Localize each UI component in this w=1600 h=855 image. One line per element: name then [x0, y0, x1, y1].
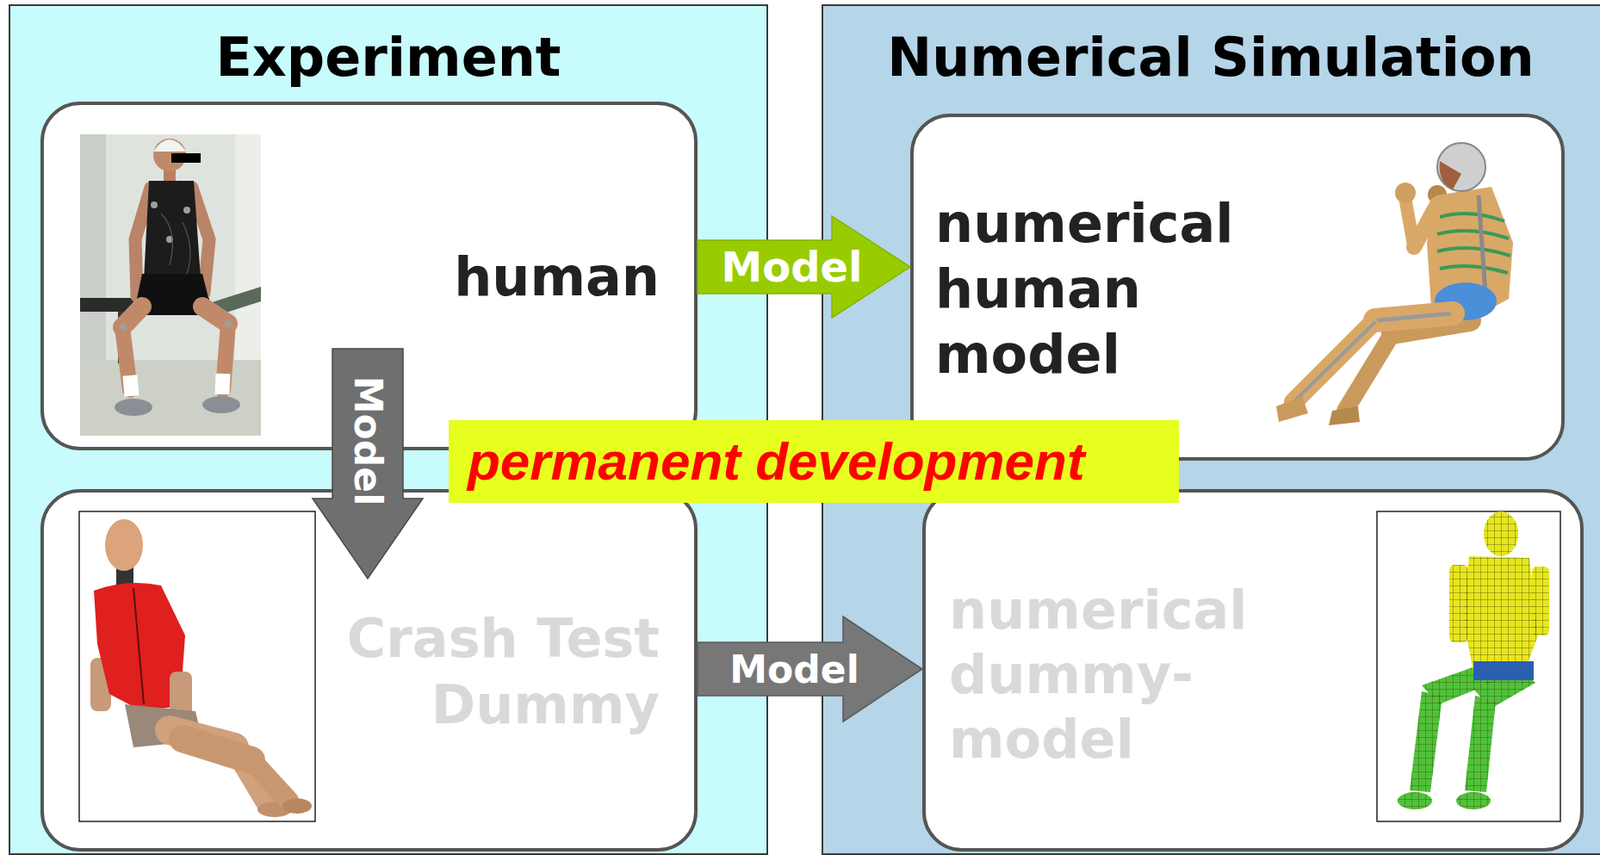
text-slot: permanent development: [467, 432, 1171, 491]
subject-photo-part: [114, 398, 153, 416]
human-model-figure-part: [1437, 142, 1486, 192]
human-model-figure-part: [1276, 396, 1309, 422]
dummy-photo-part: [133, 588, 144, 705]
dummy-model-figure-part: [1376, 511, 1561, 822]
text-slot: numerical dummy-model: [948, 577, 1277, 772]
dummy-photo-part: [105, 519, 143, 571]
subject-photo-part: [161, 213, 191, 274]
human-model-figure-part: [1439, 161, 1462, 190]
edge-label: Model: [720, 243, 863, 292]
panel-title: Experiment: [10, 26, 767, 89]
edge-label: Model: [346, 376, 391, 506]
dummy-photo-part: [282, 798, 312, 814]
subject-photo-part: [130, 375, 132, 397]
box-label: numerical dummy-model: [948, 577, 1277, 772]
development-banner: permanent development: [448, 420, 1179, 503]
human-model-figure-part: [1375, 313, 1453, 321]
model-arrow-gray: [697, 616, 923, 722]
dummy-photo-part: [182, 738, 252, 761]
human-model-figure-part: [1328, 406, 1360, 426]
subject-photo-part: [171, 153, 201, 163]
model-arrow-green: [697, 216, 911, 318]
human-model-figure-part: [1478, 195, 1486, 295]
subject-photo-part: [80, 359, 261, 436]
banner-text: permanent development: [467, 432, 1171, 491]
dummy-model-figure-part: [1397, 665, 1536, 810]
edge-label-slot: Model: [729, 647, 859, 692]
edge-label-slot: Model: [720, 243, 863, 292]
dummy-photo: [40, 489, 698, 852]
text-slot: Crash Test Dummy: [315, 605, 660, 738]
human-model-figure-part: [1376, 313, 1452, 321]
human-model-figure-part: [1437, 213, 1511, 273]
subject-photo-part: [153, 139, 187, 152]
subject-photo-part: [183, 206, 191, 214]
text-slot: Numerical Simulation: [823, 26, 1599, 89]
text-slot: human: [315, 245, 660, 310]
box-label: numerical human model: [935, 191, 1263, 388]
human-model-figure-part: [1295, 322, 1376, 401]
subject-photo-part: [119, 323, 127, 331]
dummy-model-figure-part: [1449, 511, 1550, 672]
model-arrow-down: [312, 348, 423, 579]
box-label: human: [315, 245, 660, 310]
subject-photo-part: [224, 320, 232, 328]
experiment-box: Crash Test Dummy: [40, 489, 698, 852]
human-model-figure-part: [1405, 199, 1414, 248]
edge-label: Model: [729, 647, 859, 692]
human-model-figure-part: [1395, 182, 1416, 204]
subject-photo-part: [143, 180, 201, 281]
subject-photo-part: [80, 134, 261, 436]
human-model-figure-part: [1293, 320, 1376, 403]
dummy-model-figure-part: [1449, 511, 1550, 672]
panel-title: Numerical Simulation: [823, 26, 1599, 89]
dummy-model-figure-part: [1473, 661, 1534, 681]
edge-label-slot: Model: [346, 376, 391, 506]
simulation-box: numerical dummy-model: [922, 489, 1584, 852]
subject-photo-part: [222, 373, 224, 395]
box-label: Crash Test Dummy: [315, 605, 660, 738]
subject-photo-part: [150, 201, 158, 209]
text-slot: numerical human model: [935, 191, 1263, 388]
subject-photo-part: [202, 396, 241, 414]
dummy-model-figure-part: [1397, 665, 1536, 810]
dummy-photo-part: [79, 511, 316, 822]
text-slot: Experiment: [10, 26, 767, 89]
simulation-box: numerical human model: [910, 113, 1565, 461]
dummy-photo-part: [251, 760, 289, 801]
